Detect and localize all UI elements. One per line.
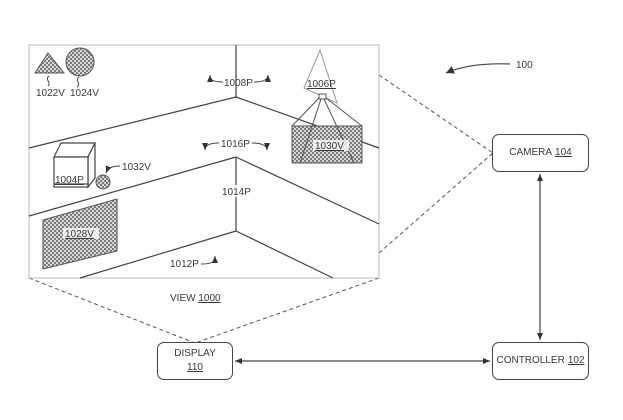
circle-leader	[76, 76, 80, 88]
view-title: VIEW 1000	[170, 293, 221, 304]
system-ref-arrow	[445, 63, 511, 74]
camera-block: CAMERA 104	[492, 134, 589, 172]
controller-block-label: CONTROLLER	[496, 355, 565, 366]
small-sphere-leader	[105, 165, 121, 174]
projector-label: 1006P	[307, 79, 336, 90]
controller-block-ref: 102	[567, 355, 585, 366]
wall-label: 1016P	[221, 139, 250, 150]
projector-lens	[318, 93, 327, 100]
corner-label: 1014P	[222, 187, 251, 198]
projection-label: 1030V	[315, 141, 344, 152]
wall-arrow-left	[202, 142, 220, 151]
corner-label-bg	[221, 185, 252, 197]
small-sphere-label: 1032V	[122, 162, 151, 173]
controller-block: CONTROLLER 102	[492, 342, 589, 380]
triangle-label: 1022V	[36, 88, 65, 99]
poster-label: 1028V	[65, 229, 94, 240]
floor-label: 1012P	[170, 259, 199, 270]
view-title-ref: 1000	[198, 293, 221, 304]
poster-label-bg	[63, 228, 99, 239]
circle-label: 1024V	[70, 88, 99, 99]
display-block: DISPLAY 110	[157, 342, 233, 380]
circle-object	[65, 47, 95, 77]
display-block-ref: 110	[187, 362, 203, 373]
system-ref-label: 100	[516, 60, 533, 71]
small-sphere-object	[95, 174, 111, 190]
camera-block-ref: 104	[555, 147, 572, 158]
display-fov-lines	[28, 277, 380, 344]
wall-arrow-right	[251, 142, 270, 151]
room-edges	[28, 45, 380, 279]
display-block-label: DISPLAY	[174, 348, 216, 359]
camera-block-label: CAMERA	[509, 147, 553, 158]
ceiling-arrow-left	[207, 74, 224, 83]
ceiling-arrow-right	[253, 74, 271, 83]
floor-arrow	[200, 255, 218, 265]
camera-fov-lines	[378, 74, 494, 254]
cube-object	[53, 142, 96, 189]
cube-label: 1004P	[55, 175, 84, 186]
triangle-object	[34, 52, 66, 74]
view-title-text: VIEW	[170, 293, 196, 304]
ceiling-label: 1008P	[224, 78, 253, 89]
projection-label-bg	[313, 140, 349, 151]
projection-rays	[291, 97, 363, 164]
triangle-leader	[46, 75, 50, 87]
